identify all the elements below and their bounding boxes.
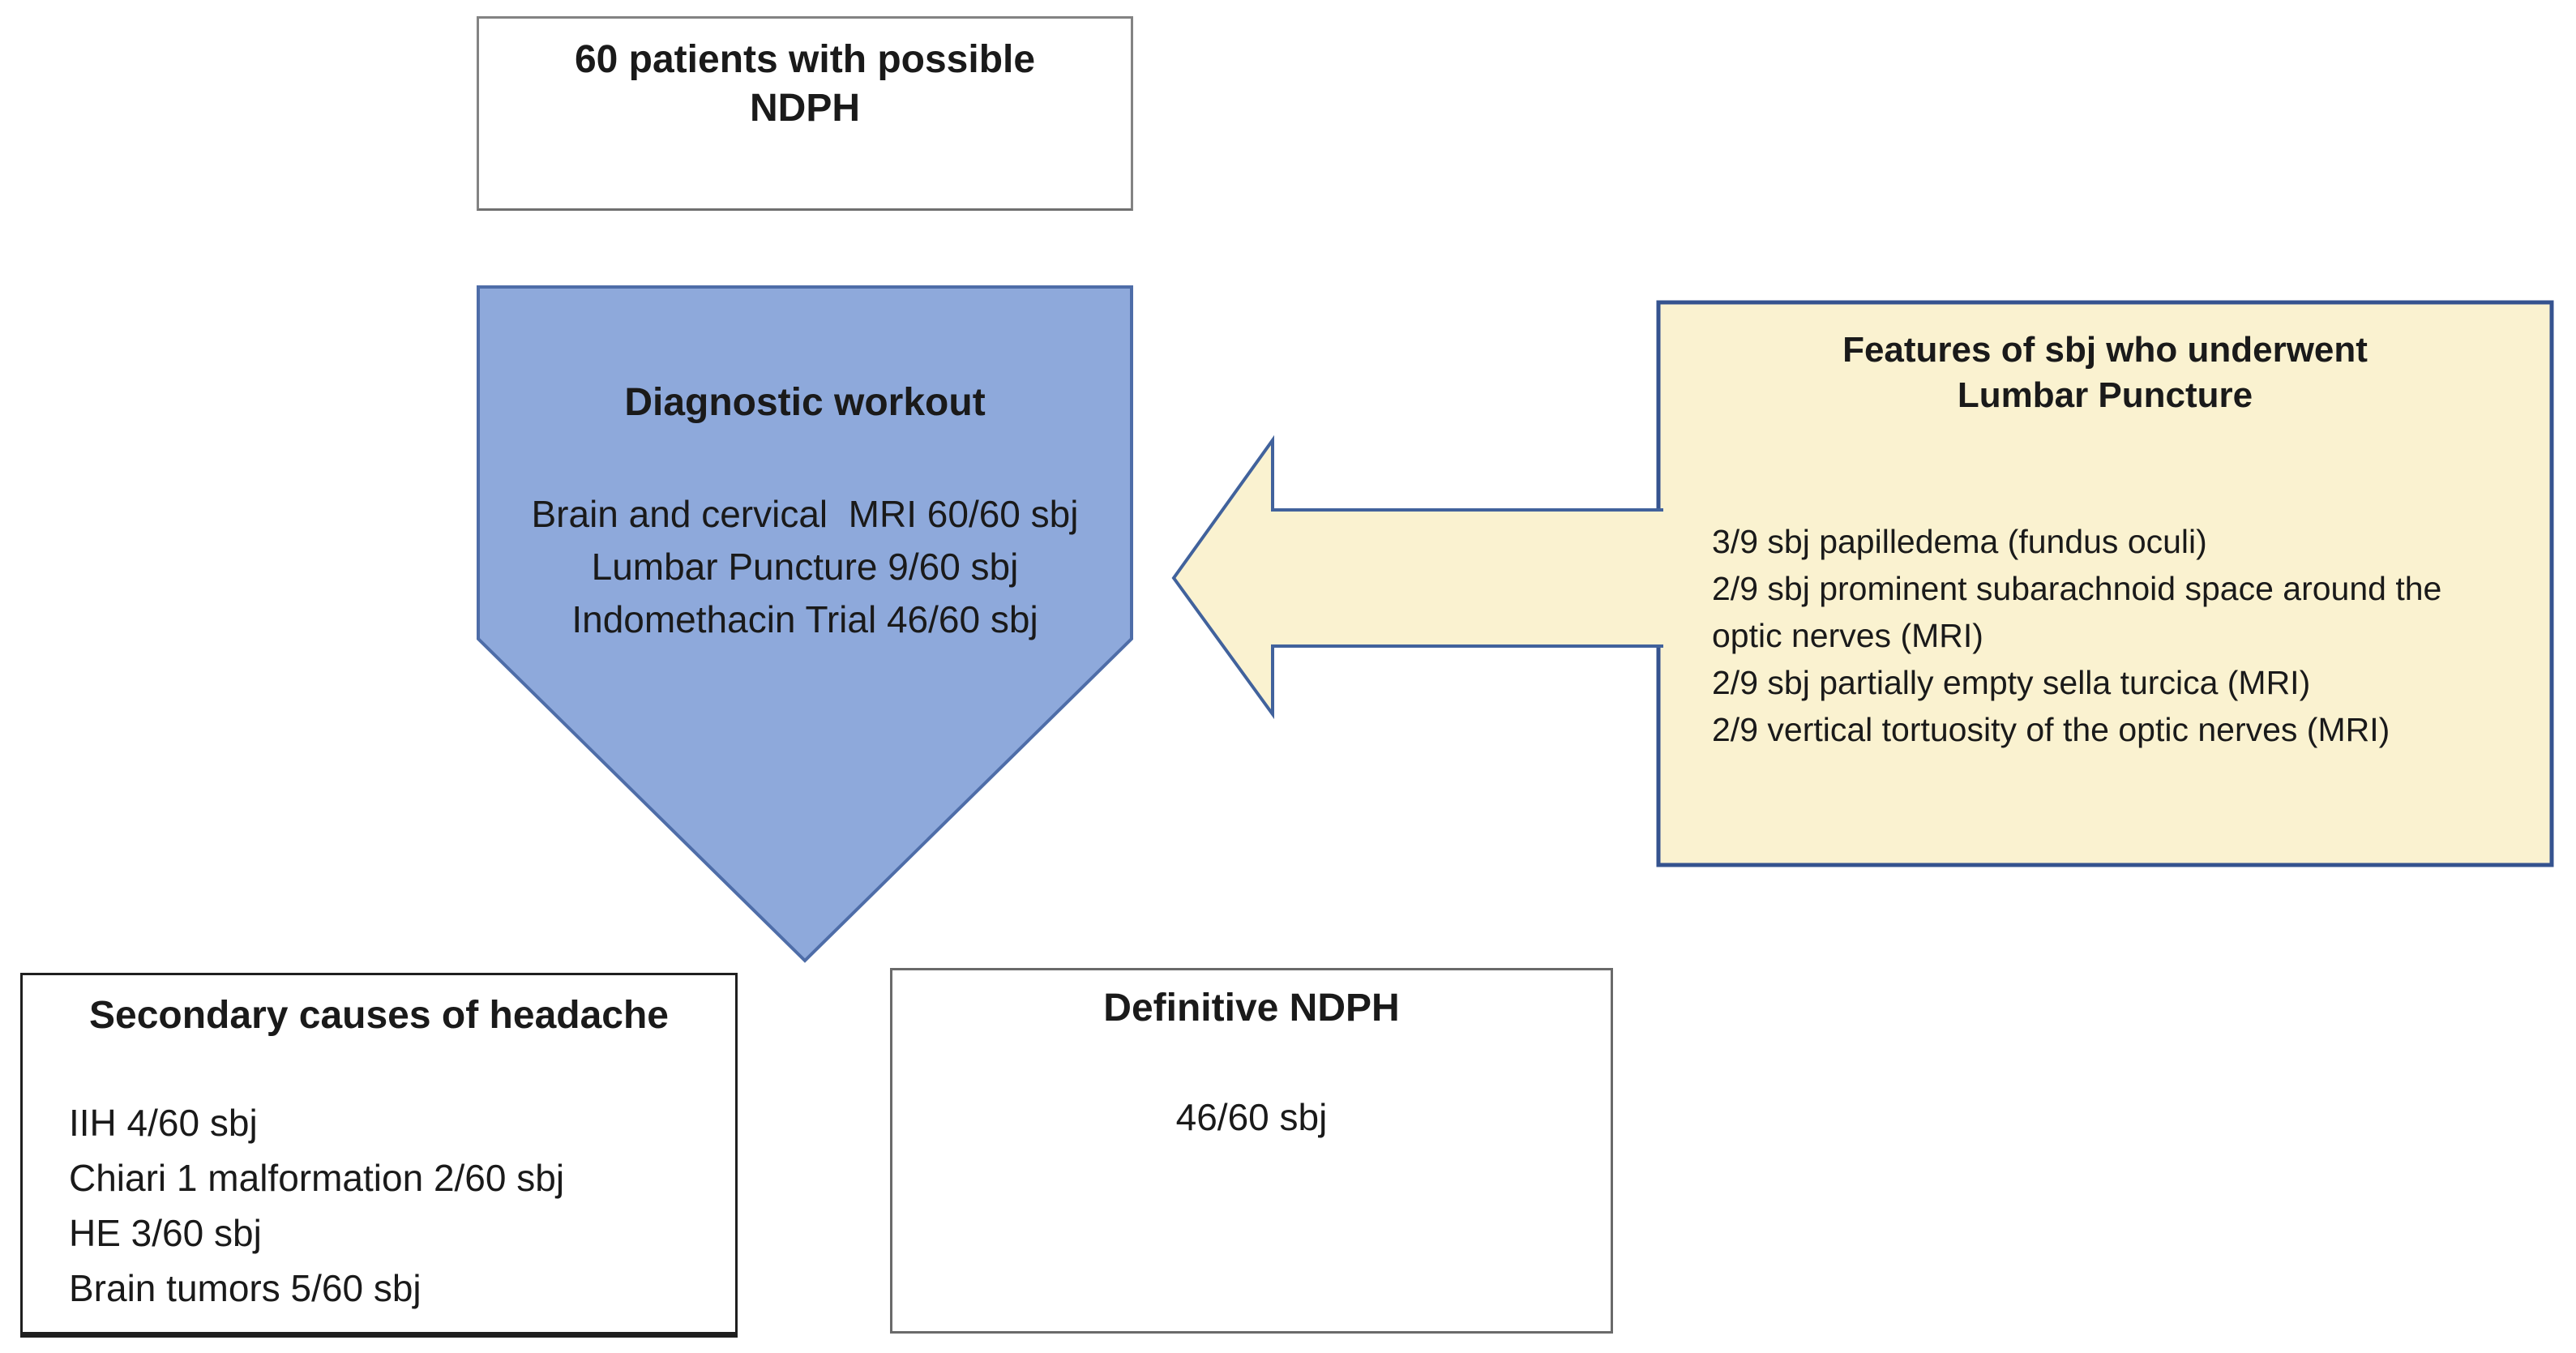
features-title: Features of sbj who underwent Lumbar Pun… (1842, 330, 2368, 415)
definitive-ndph-count: 46/60 sbj (1175, 1096, 1328, 1138)
features-details: 3/9 sbj papilledema (fundus oculi) 2/9 s… (1712, 523, 2442, 748)
secondary-causes-box (20, 973, 738, 1338)
diagnostic-pentagon-shape (477, 285, 1133, 963)
possible-ndph-box (477, 16, 1133, 211)
features-callout-box (1656, 300, 2554, 867)
diagnostic-workout-title: Diagnostic workout (624, 381, 986, 424)
secondary-causes-title: Secondary causes of headache (89, 994, 669, 1037)
definitive-ndph-title: Definitive NDPH (1103, 987, 1400, 1030)
definitive-ndph-box (890, 968, 1613, 1334)
left-arrow-icon (1171, 435, 1663, 720)
possible-ndph-label: 60 patients with possible NDPH (574, 38, 1036, 130)
diagnostic-workout-details: Brain and cervical MRI 60/60 sbj Lumbar … (531, 493, 1079, 640)
secondary-causes-details: IIH 4/60 sbj Chiari 1 malformation 2/60 … (69, 1102, 565, 1309)
